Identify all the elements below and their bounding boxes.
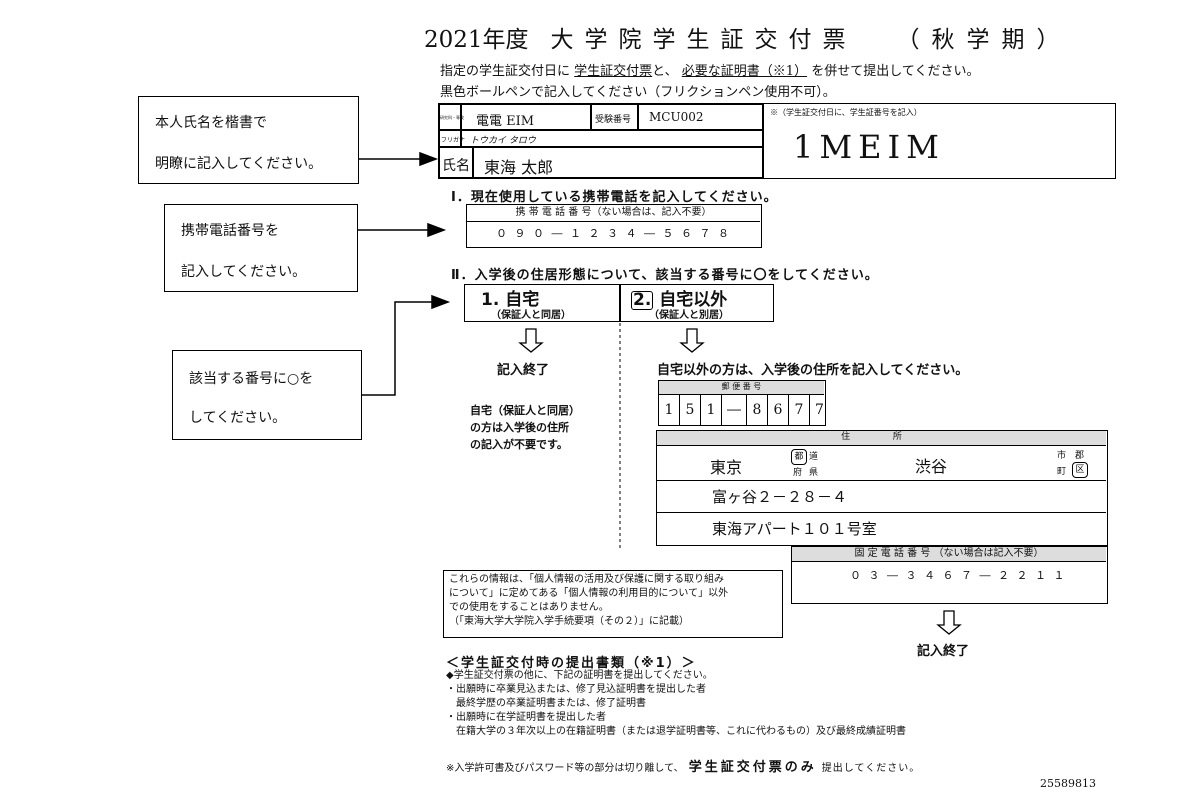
documents-line: 在籍大学の３年次以上の在籍証明書（または退学証明書等、これに代わるもの）及び最終… [446,726,906,737]
city-value: 渋谷 [915,457,948,476]
exam-number-value: MCU002 [638,104,763,130]
privacy-note-line: これらの情報は、「個人情報の活用及び保護に関する取り組み [449,574,724,585]
mobile-phone-label: 携 帯 電 話 番 号（ない場合は、記入不要） [467,205,760,222]
home-note-line: の方は入学後の住所 [470,421,569,434]
documents-footer: ※入学許可書及びパスワード等の部分は切り離して、 学生証交付票のみ 提出してくだ… [446,756,920,775]
postal-code-label: 郵 便 番 号 [659,381,824,395]
document-number: 25589813 [1040,777,1096,790]
address-heading: 自宅以外の方は、入学後の住所を記入してください。 [657,363,969,378]
callout-text: してください。 [189,410,287,426]
option-away-circled-number: 2. [631,290,654,310]
documents-line: ・出願時に在学証明書を提出した者 [446,712,606,723]
postal-digit: 5 [680,395,701,425]
city-suffix: 郡 [1075,451,1085,461]
section1-heading: Ⅰ．現在使用している携帯電話を記入してください。 [451,190,778,205]
callout-phone: 携帯電話番号を 記入してください。 [164,204,358,292]
pref-suffix: 府 [793,468,803,478]
documents-line: 最終学歴の卒業証明書または、修了証明書 [446,698,646,709]
title-main: 大学院学生証交付票 [550,27,857,53]
option-away-label: 2. 自宅以外 [631,285,727,310]
student-number-note: ※（学生証交付日に、学生証番号を記入） [763,104,1115,178]
end-label-left: 記入終了 [497,363,550,378]
instruction-emphasis: 学生証交付票 [574,64,653,79]
callout-text: 携帯電話番号を [181,223,279,239]
privacy-note-box: これらの情報は、「個人情報の活用及び保護に関する取り組み について」に定めてある… [443,570,783,638]
documents-footer-emphasis: 学生証交付票のみ [688,760,817,775]
instruction-text: と、 [652,64,678,79]
callout-circle: 該当する番号に○を してください。 [172,350,362,440]
postal-code-box: 郵 便 番 号 1 5 1 ― 8 6 7 7 [658,380,826,426]
option-home-label: 1. 自宅 [481,290,540,310]
option-away-sub: （保証人と別居） [649,310,729,321]
callout-text: 該当する番号に○を [189,371,314,387]
privacy-note-line: での使用をすることはありません。 [449,602,609,613]
instruction-emphasis: 必要な証明書（※1） [681,64,808,79]
home-note-line: 自宅（保証人と同居） [470,404,580,417]
city-suffix: 町 [1057,467,1067,477]
option-away-text: 自宅以外 [659,290,728,310]
postal-digit: 1 [659,395,680,425]
furigana-label: フリガナ [439,130,465,147]
landline-label: 固 定 電 話 番 号 （ない場合は記入不要） [792,547,1106,562]
postal-digit: 1 [701,395,722,425]
pref-suffix-selected: 都 [791,449,807,465]
section2-heading: Ⅱ．入学後の住居形態について、該当する番号に〇をしてください。 [451,268,879,283]
landline-value: ０ ３ ― ３ ４ ６ ７ ― ２ ２ １ １ [850,569,1067,582]
callout-name: 本人氏名を楷書で 明瞭に記入してください。 [138,96,359,184]
name-value: 東海 太郎 [473,147,763,178]
end-label-right: 記入終了 [917,644,970,659]
home-note: 自宅（保証人と同居） の方は入学後の住所 の記入が不要です。 [470,402,580,453]
address-row-1: 東京 都 道 府 県 渋谷 市 郡 町 区 [657,446,1106,481]
prefecture-value: 東京 [710,458,743,477]
address-label: 住 所 [657,431,1106,446]
privacy-note-line: について」に定めてある「個人情報の利用目的について」以外 [449,588,729,599]
title-term: （秋学期） [896,27,1072,53]
documents-footer-text: ※入学許可書及びパスワード等の部分は切り離して、 [446,763,684,774]
postal-hyphen: ― [722,395,747,425]
postal-digit: 7 [815,402,824,418]
option-home-sub: （保証人と同居） [491,310,571,321]
furigana-value: トウカイ タロウ [461,130,763,147]
home-note-line: の記入が不要です。 [470,438,568,451]
documents-footer-text: 提出してください。 [821,763,921,774]
dept-value: 電電 EIM [461,104,591,130]
callout-text: 記入してください。 [181,264,307,280]
postal-digit: 6 [768,395,789,425]
title-year: 2021年度 [424,27,529,53]
pref-suffix: 県 [809,468,819,478]
exam-number-label: 受験番号 [591,104,638,130]
postal-digit: 8 [747,395,768,425]
student-number-value: 1MEIM [793,128,945,166]
landline-box: 固 定 電 話 番 号 （ない場合は記入不要） ０ ３ ― ３ ４ ６ ７ ― … [791,546,1108,604]
postal-code-digits: 1 5 1 ― 8 6 7 7 [659,395,829,425]
address-line-2: 富ヶ谷２－２８－４ [657,481,1106,513]
dept-label: 研究科・専攻 [439,104,464,130]
city-suffix: 市 [1057,451,1067,461]
name-label: 氏名 [439,147,473,178]
callout-text: 明瞭に記入してください。 [155,156,323,172]
option-away: 2. 自宅以外 （保証人と別居） [620,284,774,322]
callout-text: 本人氏名を楷書で [155,115,267,131]
instruction-text: 指定の学生証交付日に [440,64,571,79]
documents-heading: ＜学生証交付時の提出書類（※1）＞ [446,656,697,671]
address-line-3: 東海アパート１０１号室 [712,520,877,538]
mobile-phone-box: 携 帯 電 話 番 号（ない場合は、記入不要） ０ ９ ０ ― １ ２ ３ ４ … [466,204,762,248]
page-title: 2021年度大学院学生証交付票 （秋学期） [424,20,1072,54]
city-suffix-selected: 区 [1072,462,1088,478]
postal-digit: 7 [789,395,810,425]
mobile-phone-value: ０ ９ ０ ― １ ２ ３ ４ ― ５ ６ ７ ８ [496,227,731,240]
pref-suffix: 道 [809,452,819,462]
instruction-line-2: 黒色ボールペンで記入してください（フリクションペン使用不可）。 [440,85,836,100]
documents-line: ・出願時に卒業見込または、修了見込証明書を提出した者 [446,684,706,695]
address-box: 住 所 東京 都 道 府 県 渋谷 市 郡 町 区 富ヶ谷２－２８－４ 東海アパ… [656,430,1108,546]
documents-list: ◆学生証交付票の他に、下記の証明書を提出してください。 ・出願時に卒業見込または… [446,669,906,739]
privacy-note-line: （「東海大学大学院入学手続要項（その２）」に記載） [449,616,689,627]
instruction-line-1: 指定の学生証交付日に 学生証交付票と、 必要な証明書（※1） を併せて提出してく… [440,60,979,79]
documents-line: ◆学生証交付票の他に、下記の証明書を提出してください。 [446,670,713,681]
student-id-box: 研究科・専攻 電電 EIM 受験番号 MCU002 フリガナ トウカイ タロウ … [438,103,1116,179]
option-home: 1. 自宅 （保証人と同居） [464,284,620,322]
instruction-text: を併せて提出してください。 [811,64,980,79]
